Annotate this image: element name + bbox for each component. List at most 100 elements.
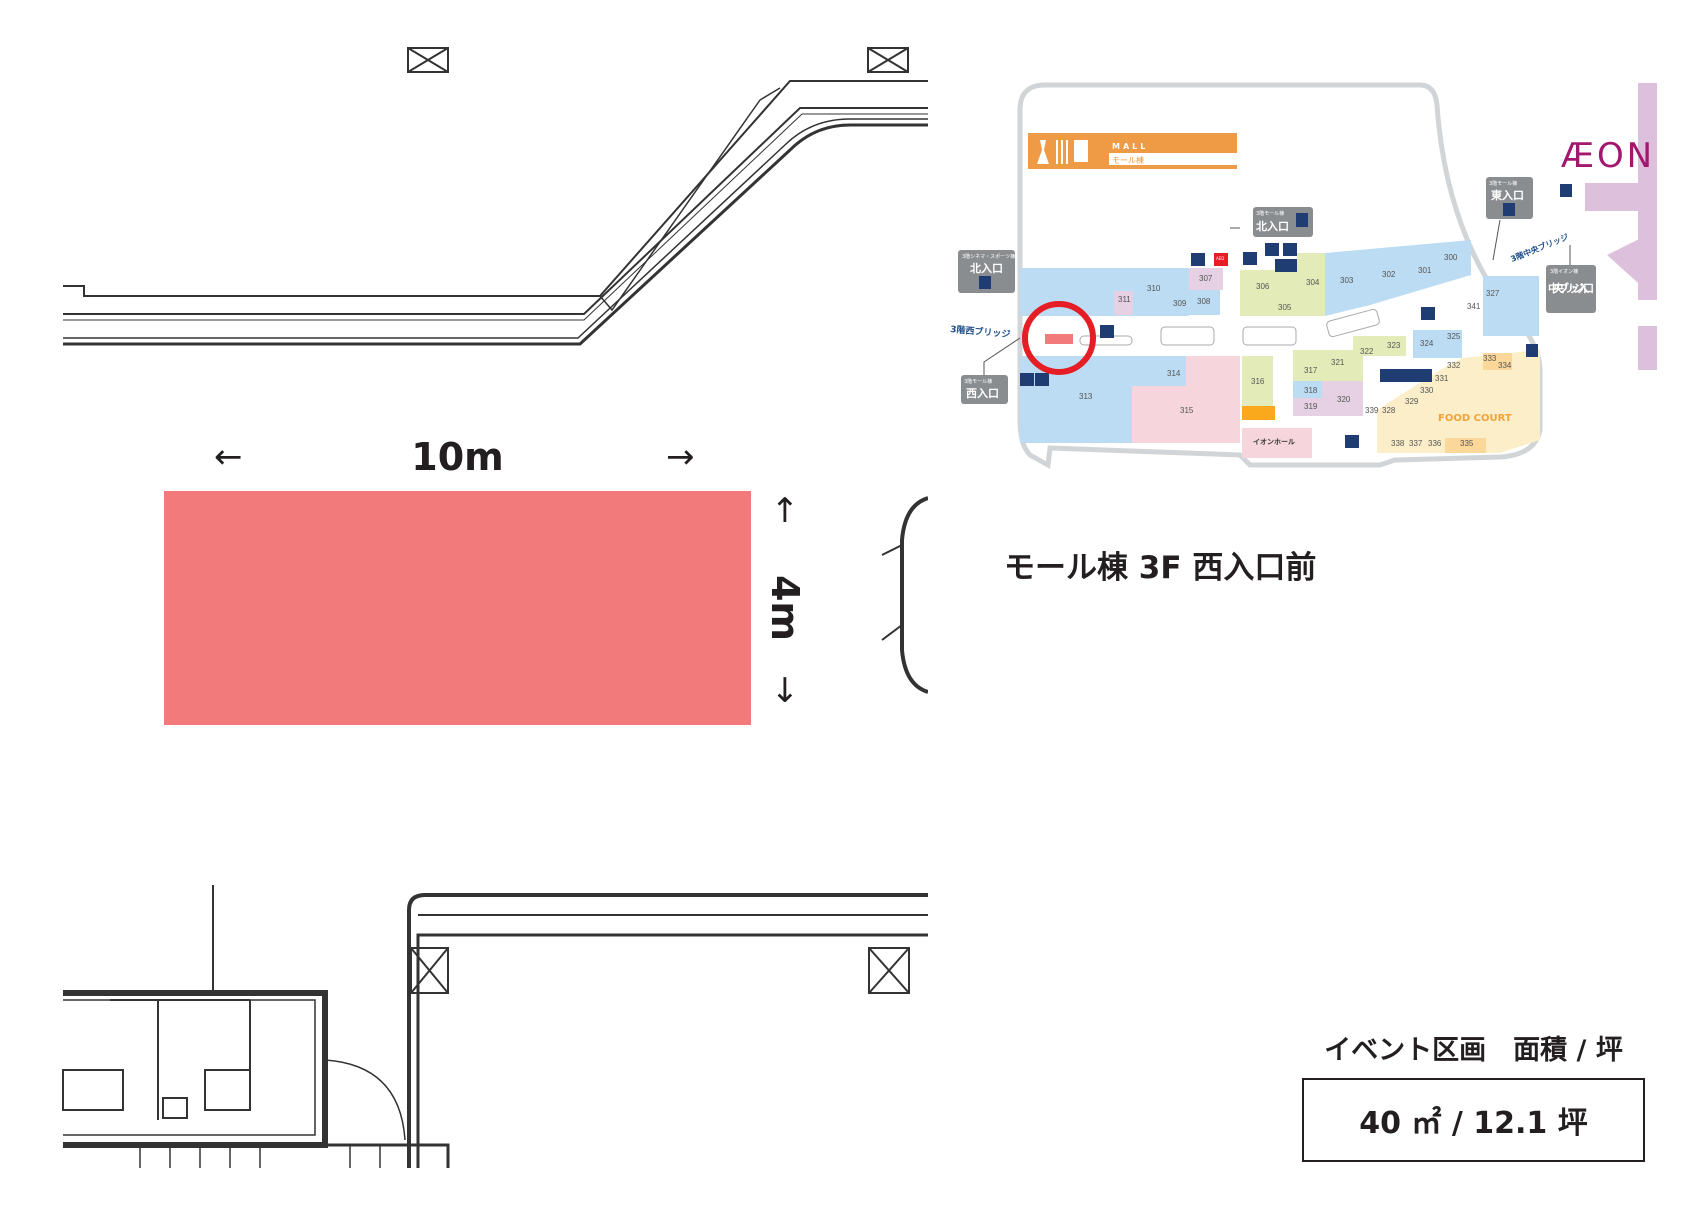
west-bridge-label: 3階西ブリッジ <box>950 323 1011 340</box>
svg-text:330: 330 <box>1420 386 1434 395</box>
restroom-icon <box>1380 369 1432 382</box>
elevator-icon <box>867 47 909 73</box>
svg-text:320: 320 <box>1337 395 1351 404</box>
svg-text:304: 304 <box>1306 278 1320 287</box>
svg-text:303: 303 <box>1340 276 1354 285</box>
svg-text:302: 302 <box>1382 270 1396 279</box>
escalator-icon <box>1035 373 1049 386</box>
height-dimension: ↑ 4m ↓ <box>760 491 810 725</box>
svg-text:331: 331 <box>1435 374 1449 383</box>
svg-text:309: 309 <box>1173 299 1187 308</box>
elevator-icon <box>410 947 449 994</box>
svg-text:336: 336 <box>1428 439 1442 448</box>
restroom-icon <box>1275 259 1297 272</box>
svg-text:325: 325 <box>1447 332 1461 341</box>
svg-text:北入口: 北入口 <box>1256 219 1289 233</box>
svg-text:329: 329 <box>1405 397 1419 406</box>
arrow-up-icon: ↑ <box>770 491 800 531</box>
wall-top-inner <box>63 107 928 315</box>
wall-vertical <box>407 893 928 1168</box>
shop-numbers: 307 310 311 309 308 306 305 304 303 302 … <box>1079 253 1512 448</box>
svg-text:314: 314 <box>1167 369 1181 378</box>
width-dimension: ← 10m → <box>164 432 751 482</box>
svg-text:305: 305 <box>1278 303 1292 312</box>
svg-text:中央ブリッジ入口: 中央ブリッジ入口 <box>1548 281 1594 295</box>
svg-text:315: 315 <box>1180 406 1194 415</box>
rail <box>63 123 928 346</box>
svg-text:339: 339 <box>1365 406 1379 415</box>
area-value: 40 ㎡ / 12.1 坪 <box>1359 1106 1588 1141</box>
svg-text:318: 318 <box>1304 386 1318 395</box>
dress-icon <box>1037 140 1049 164</box>
svg-text:335: 335 <box>1460 439 1474 448</box>
svg-text:東入口: 東入口 <box>1491 188 1524 202</box>
hall-label: イオンホール <box>1253 438 1295 446</box>
location-title: モール棟 3F 西入口前 <box>1004 550 1317 586</box>
elevator-icon <box>407 47 449 73</box>
svg-text:334: 334 <box>1498 361 1512 370</box>
svg-text:310: 310 <box>1147 284 1161 293</box>
elevator-icon <box>1526 344 1538 357</box>
arrow-right-icon: → <box>666 437 695 477</box>
svg-text:333: 333 <box>1483 354 1497 363</box>
svg-text:3階モール棟: 3階モール棟 <box>964 378 992 385</box>
fixture-right <box>900 496 928 694</box>
escalator-icon <box>1421 307 1435 320</box>
elevator-icon <box>1020 373 1034 386</box>
event-location-marker <box>1045 334 1073 344</box>
elevator-icon <box>868 947 910 994</box>
svg-text:AED: AED <box>1216 256 1224 261</box>
food-court-label: FOOD COURT <box>1438 413 1512 424</box>
cutlery-icon <box>1056 140 1068 164</box>
svg-text:337: 337 <box>1409 439 1423 448</box>
svg-text:316: 316 <box>1251 377 1265 386</box>
svg-text:300: 300 <box>1444 253 1458 262</box>
elevator-icon <box>1560 184 1572 197</box>
svg-text:322: 322 <box>1360 347 1374 356</box>
svg-text:307: 307 <box>1199 274 1213 283</box>
area-value-box: 40 ㎡ / 12.1 坪 <box>1302 1078 1645 1162</box>
banner-en: MALL <box>1112 142 1148 151</box>
svg-text:308: 308 <box>1197 297 1211 306</box>
width-label: 10m <box>411 435 504 479</box>
elevator-icon <box>1243 252 1257 265</box>
info-icon <box>1283 243 1297 256</box>
svg-text:317: 317 <box>1304 366 1318 375</box>
event-area-rectangle <box>164 491 751 725</box>
svg-text:327: 327 <box>1486 289 1500 298</box>
svg-text:北入口: 北入口 <box>970 261 1003 275</box>
svg-text:3階モール棟: 3階モール棟 <box>1256 210 1284 217</box>
central-bridge-label: 3階中央ブリッジ <box>1509 232 1570 264</box>
svg-text:3階イオン棟: 3階イオン棟 <box>1550 268 1578 275</box>
svg-text:301: 301 <box>1418 266 1432 275</box>
aed-icon <box>1214 253 1228 266</box>
svg-text:313: 313 <box>1079 392 1093 401</box>
escalator-icon <box>1345 435 1359 448</box>
escalator-icon <box>1100 325 1114 338</box>
book-icon <box>1074 140 1088 162</box>
svg-text:321: 321 <box>1331 358 1345 367</box>
wall-top <box>63 80 928 297</box>
svg-text:328: 328 <box>1382 406 1396 415</box>
svg-text:323: 323 <box>1387 341 1401 350</box>
svg-text:311: 311 <box>1118 295 1131 304</box>
height-label: 4m <box>763 574 807 642</box>
svg-text:341: 341 <box>1467 302 1481 311</box>
svg-text:306: 306 <box>1256 282 1270 291</box>
atm-icon <box>1265 243 1279 256</box>
svg-text:西入口: 西入口 <box>966 387 999 400</box>
aeon-logo: ÆON <box>1561 136 1652 176</box>
wall-bottom <box>63 990 328 1148</box>
area-label: イベント区画 面積 / 坪 <box>1324 1035 1623 1066</box>
svg-text:324: 324 <box>1420 339 1434 348</box>
arrow-down-icon: ↓ <box>770 671 800 711</box>
svg-text:338: 338 <box>1391 439 1405 448</box>
svg-text:332: 332 <box>1447 361 1461 370</box>
